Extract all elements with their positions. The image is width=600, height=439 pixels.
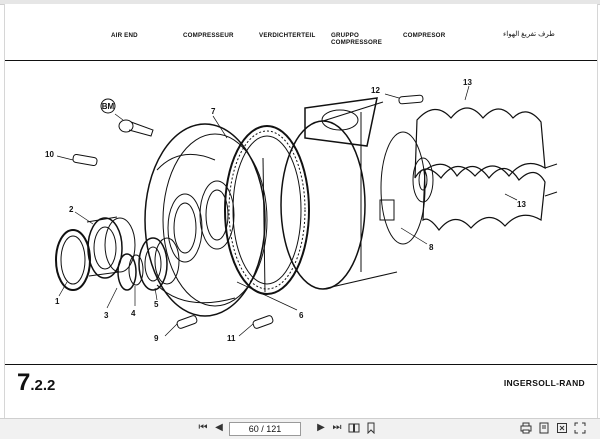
roller-bearing-part-2 [86, 216, 136, 279]
exploded-air-end-diagram: BM 1 2 3 4 5 6 7 8 9 10 11 12 13 13 [45, 78, 558, 343]
header-compressore: COMPRESSORE [331, 39, 383, 46]
gasket-part-7 [224, 125, 310, 295]
dowel-pin-part-10 [72, 153, 98, 167]
bookmark-icon[interactable] [365, 422, 377, 434]
section-number: 7.2.2 [17, 369, 55, 400]
header-verdichterteil: VERDICHTERTEIL [259, 32, 316, 39]
callout-4: 4 [131, 309, 136, 318]
snap-ring-part-1 [55, 229, 91, 291]
callout-10: 10 [45, 150, 54, 159]
callout-13-bottom: 13 [517, 200, 526, 209]
dowel-pin-part-11 [252, 315, 274, 329]
callout-6: 6 [299, 311, 304, 320]
callout-1: 1 [55, 297, 60, 306]
header-gruppo-compressore: GRUPPO COMPRESSORE [331, 32, 382, 46]
page-number-input[interactable]: 60 / 121 [229, 422, 301, 436]
page-header: AIR END COMPRESSEUR VERDICHTERTEIL GRUPP… [5, 4, 597, 61]
callout-2: 2 [69, 205, 74, 214]
footer-rule [5, 364, 597, 365]
previous-page-icon[interactable]: ◀ [215, 422, 223, 433]
callout-8: 8 [429, 243, 434, 252]
header-arabic: طرف تفريغ الهواء [503, 31, 555, 38]
fit-page-icon[interactable] [556, 422, 568, 434]
first-page-icon[interactable]: ⏮ [198, 422, 208, 433]
section-number-major: 7 [17, 369, 31, 396]
rotor-housing-part-8 [280, 97, 426, 290]
last-page-icon[interactable]: ⏭ [332, 422, 342, 433]
header-air-end: AIR END [111, 32, 138, 39]
callout-13-top: 13 [463, 78, 472, 87]
header-gruppo: GRUPPO [331, 32, 360, 39]
bolt-bm [118, 119, 154, 137]
two-page-view-icon[interactable] [348, 422, 360, 434]
shim-ring-part-4 [128, 254, 144, 286]
page-thumbnail-icon[interactable] [538, 422, 550, 434]
callout-bm: BM [102, 102, 115, 111]
discharge-housing-part-6 [144, 123, 268, 317]
dowel-pin-part-12 [398, 94, 424, 105]
dowel-pin-part-9 [176, 315, 198, 329]
callout-9: 9 [154, 334, 159, 343]
callout-12: 12 [371, 86, 380, 95]
spacer-ring-part-3 [117, 253, 137, 291]
brand-name: INGERSOLL-RAND [503, 378, 585, 388]
header-compresseur: COMPRESSEUR [183, 32, 234, 39]
callout-5: 5 [154, 300, 159, 309]
next-page-icon[interactable]: ▶ [317, 422, 325, 433]
bm-label-circle [100, 98, 116, 114]
callout-7: 7 [211, 107, 216, 116]
print-icon[interactable] [520, 422, 532, 434]
manual-page: AIR END COMPRESSEUR VERDICHTERTEIL GRUPP… [4, 4, 598, 418]
roller-bearing-part-5 [138, 237, 180, 291]
section-number-minor: .2.2 [30, 377, 56, 394]
header-compresor: COMPRESOR [403, 32, 446, 39]
viewer-toolbar: ⏮ ◀ 60 / 121 ▶ ⏭ [0, 418, 600, 439]
screw-rotors-part-13 [412, 107, 558, 231]
callout-11: 11 [227, 334, 236, 343]
fullscreen-icon[interactable] [574, 422, 586, 434]
callout-3: 3 [104, 311, 109, 320]
